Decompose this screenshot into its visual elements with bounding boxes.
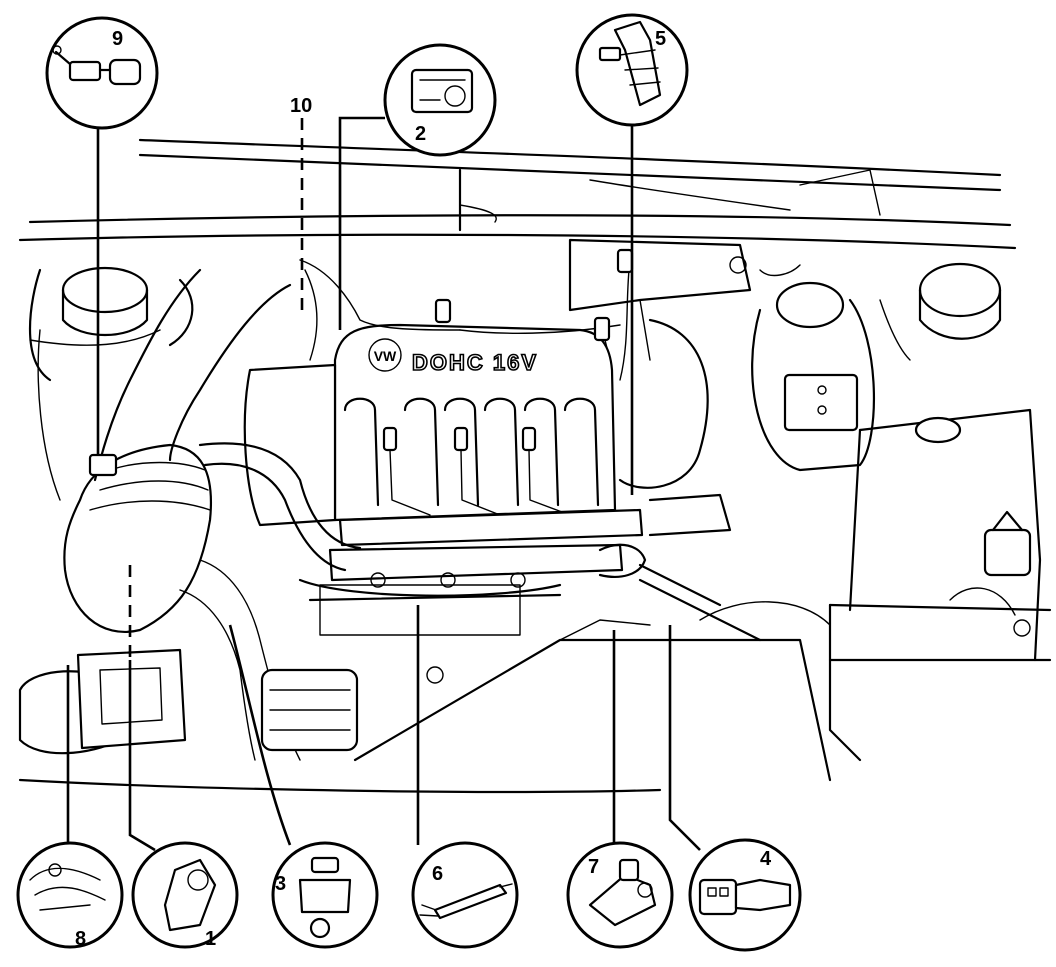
leader-lines <box>66 116 701 852</box>
callout-5[interactable]: 5 <box>575 13 689 127</box>
callout-3[interactable]: 3 <box>271 841 379 949</box>
callout-10[interactable]: 10 <box>290 95 312 117</box>
callout-label-8: 8 <box>75 928 86 950</box>
lower-components <box>18 619 832 794</box>
callout-label-5: 5 <box>655 28 666 50</box>
wiring-sketch-8 <box>29 863 106 911</box>
coolant-pipes <box>179 442 831 761</box>
valve-cover: VW DOHC 16V <box>243 323 617 527</box>
callout-1[interactable]: 1 <box>131 841 239 950</box>
engine-badge: DOHC 16V <box>412 350 538 375</box>
callout-label-3: 3 <box>275 873 286 895</box>
idle-valve-sketch-7 <box>588 858 657 927</box>
air-intake <box>18 268 292 755</box>
callout-9[interactable]: 9 <box>45 16 159 130</box>
pressure-regulator-sketch-3 <box>298 856 352 939</box>
throttle-body-sketch-2 <box>410 68 474 114</box>
callout-4[interactable]: 4 <box>688 838 802 952</box>
battery <box>828 408 1052 762</box>
fuel-rail <box>298 508 644 636</box>
hood-outline <box>18 138 1017 250</box>
callout-2[interactable]: 2 <box>383 43 497 157</box>
callout-label-9: 9 <box>112 28 123 50</box>
callout-label-2: 2 <box>415 123 426 145</box>
connector-sketch-9 <box>52 45 142 86</box>
temp-sensor-sketch-4 <box>698 878 792 916</box>
sensor-probe-sketch-6 <box>419 883 513 920</box>
callout-label-4: 4 <box>760 848 772 870</box>
wiring-harness <box>37 248 801 501</box>
throttle-switch-sketch-1 <box>163 858 217 932</box>
callout-label-7: 7 <box>588 856 599 878</box>
injector-sketch-5 <box>598 20 662 107</box>
callout-7[interactable]: 7 <box>566 841 674 949</box>
callout-8[interactable]: 8 <box>16 841 124 950</box>
coolant-tank <box>751 281 876 472</box>
brand-mark: VW <box>374 348 397 364</box>
callout-label-10: 10 <box>290 95 312 117</box>
right-reservoir <box>879 262 1002 361</box>
callout-6[interactable]: 6 <box>411 841 519 949</box>
left-reservoir <box>28 266 194 382</box>
callout-label-1: 1 <box>205 928 216 950</box>
callout-label-6: 6 <box>432 863 443 885</box>
